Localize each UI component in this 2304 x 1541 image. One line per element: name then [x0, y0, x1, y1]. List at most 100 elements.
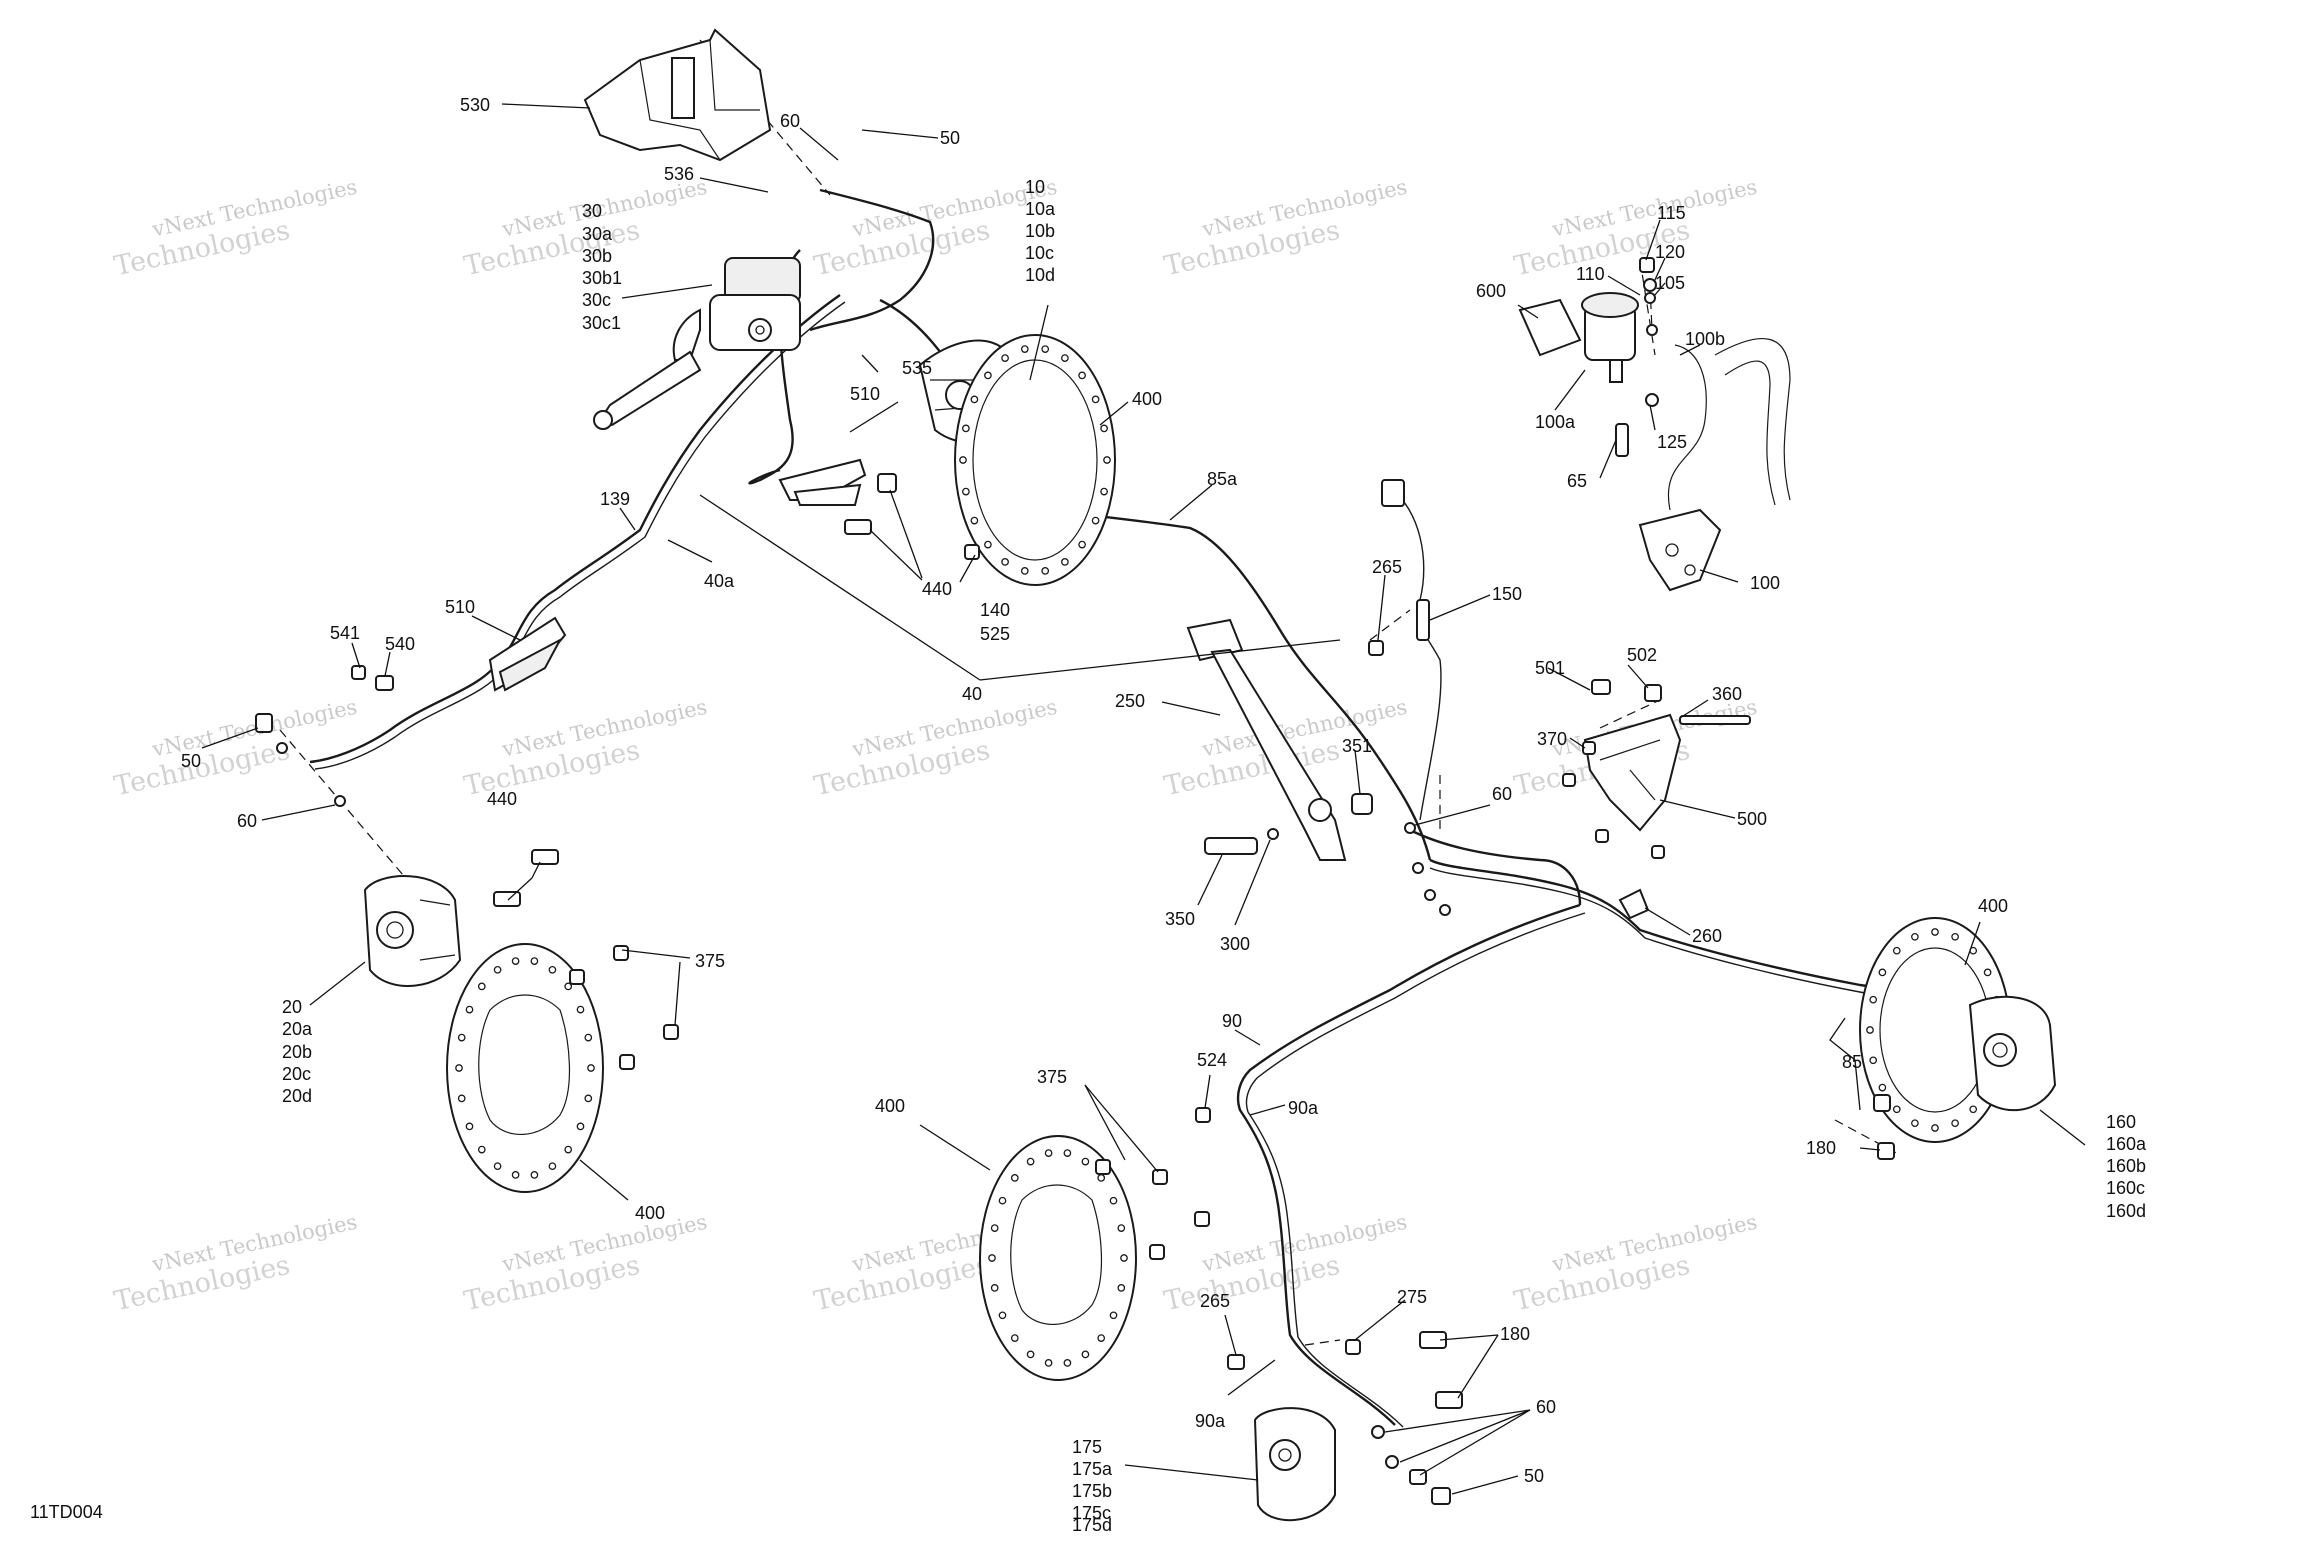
callout-10: 10 [1025, 177, 1045, 197]
callout-125: 125 [1657, 432, 1687, 452]
caliper-175 [1253, 1407, 1336, 1522]
disc-hole [1869, 995, 1878, 1004]
callout-20c: 20c [282, 1064, 311, 1084]
callout-541: 541 [330, 623, 360, 643]
leader-lines [201, 103, 2086, 1495]
disc-hole [962, 424, 970, 433]
callout-400-bottom: 400 [875, 1096, 905, 1116]
clip-260 [1618, 888, 1650, 920]
callout-labels: 530 60 50 536 30 30a 30b 30b1 30c 30c1 1… [30, 95, 2147, 1535]
bolts-440-front [844, 473, 980, 560]
callout-175a: 175a [1072, 1459, 1113, 1479]
disc-hole [1931, 1124, 1939, 1132]
disc-hole [1951, 932, 1959, 941]
disc-hole [1103, 456, 1111, 464]
callout-250: 250 [1115, 691, 1145, 711]
part-275 [1345, 1339, 1361, 1355]
callout-60-pedal: 60 [1492, 784, 1512, 804]
brake-hose-90 [1236, 903, 1581, 1426]
callout-30b1: 30b1 [582, 268, 622, 288]
bolt-180-bottom-b [1435, 1391, 1463, 1409]
callout-370: 370 [1537, 729, 1567, 749]
disc-hole [465, 1122, 474, 1131]
callout-400-left: 400 [635, 1203, 665, 1223]
part-524 [1195, 1107, 1211, 1123]
disc-hole [1911, 1119, 1919, 1128]
callout-160d: 160d [2106, 1201, 2146, 1221]
spacer-351 [1351, 793, 1373, 815]
callout-150: 150 [1492, 584, 1522, 604]
brake-hose-40-inner [314, 301, 846, 770]
callout-50-bottom: 50 [1524, 1466, 1544, 1486]
disc-hole [1878, 968, 1887, 977]
callout-20: 20 [282, 997, 302, 1017]
callout-440: 440 [922, 579, 952, 599]
bolts-375-left [569, 945, 679, 1070]
disc-hole [511, 957, 520, 965]
callout-530: 530 [460, 95, 490, 115]
washer-60-left-a [276, 742, 288, 754]
master-cylinder-30 [593, 257, 801, 430]
disc-hole [584, 1033, 593, 1042]
callout-139: 139 [600, 489, 630, 509]
callout-85: 85 [1842, 1052, 1862, 1072]
disc-hole [1951, 1119, 1959, 1128]
disc-hole [970, 516, 979, 525]
callout-400: 400 [1132, 389, 1162, 409]
callout-160b: 160b [2106, 1156, 2146, 1176]
brake-pedal-250 [1186, 618, 1347, 861]
callout-20a: 20a [282, 1019, 313, 1039]
disc-hole [493, 965, 502, 974]
callout-351: 351 [1342, 736, 1372, 756]
callout-160c: 160c [2106, 1178, 2145, 1198]
disc-hole [1041, 567, 1050, 575]
callout-500: 500 [1737, 809, 1767, 829]
callout-540: 540 [385, 634, 415, 654]
disc-hole [970, 395, 979, 404]
callout-60: 60 [780, 111, 800, 131]
callout-160a: 160a [2106, 1134, 2147, 1154]
disc-hole [465, 1005, 474, 1014]
disc-hole [1869, 1056, 1878, 1065]
disc-hole [988, 1254, 996, 1262]
disc-hole [959, 456, 967, 464]
bolt-265-bottom [1227, 1354, 1245, 1370]
disc-hole [493, 1162, 502, 1171]
hose-100b [1667, 344, 1707, 511]
caliper-20 [363, 875, 462, 987]
callout-275: 275 [1397, 1287, 1427, 1307]
callout-10c: 10c [1025, 243, 1054, 263]
disc-hole [1091, 516, 1100, 525]
disc-hole [1001, 558, 1009, 566]
disc-hole [455, 1064, 463, 1072]
disc-hole [1892, 1105, 1901, 1114]
washer-60-bottom-a [1371, 1425, 1385, 1439]
callout-300: 300 [1220, 934, 1250, 954]
banjo-bolt-50-bottom [1431, 1487, 1451, 1505]
disc-hole [1969, 1105, 1978, 1114]
diagram-code: 11TD004 [30, 1502, 103, 1522]
callout-510-left: 510 [445, 597, 475, 617]
callout-20d: 20d [282, 1086, 312, 1106]
callout-60-left: 60 [237, 811, 257, 831]
disc-hole [1010, 1334, 1019, 1342]
callout-375: 375 [695, 951, 725, 971]
callout-100a: 100a [1535, 412, 1576, 432]
part-540 [375, 675, 394, 691]
disc-hole [1120, 1254, 1128, 1262]
part-501 [1591, 679, 1611, 695]
disc-hole [477, 982, 486, 991]
callout-180-bottom: 180 [1500, 1324, 1530, 1344]
disc-hole [457, 1033, 466, 1042]
disc-hole [998, 1311, 1007, 1320]
nut-500-b [1651, 845, 1665, 859]
reservoir-fasteners [1639, 257, 1659, 407]
disc-hole [1044, 1359, 1053, 1367]
callout-440-left: 440 [487, 789, 517, 809]
callout-536: 536 [664, 164, 694, 184]
callout-100b: 100b [1685, 329, 1725, 349]
disc-hole [1020, 345, 1029, 353]
